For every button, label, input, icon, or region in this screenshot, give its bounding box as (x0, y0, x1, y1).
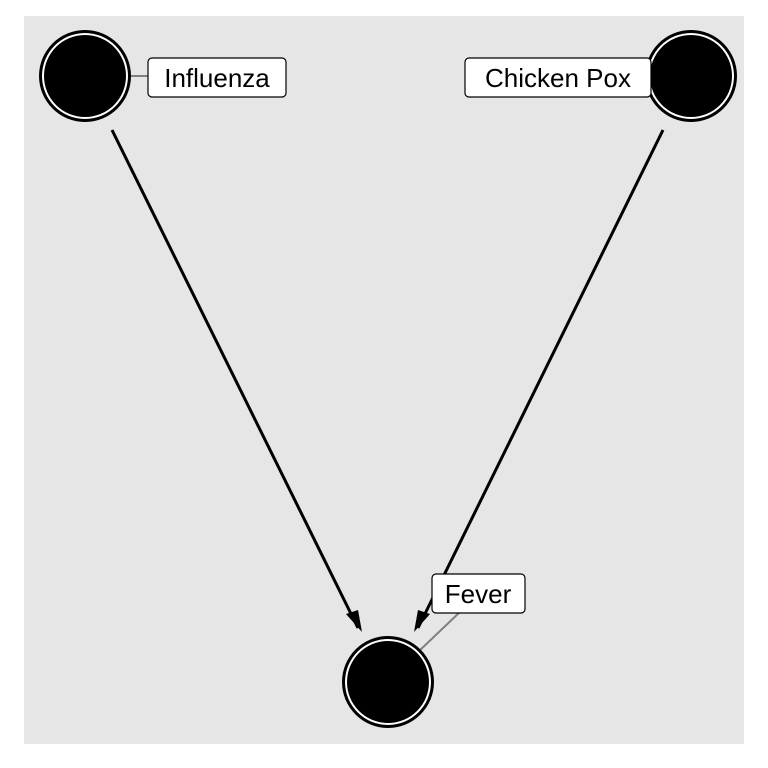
leader-line-fever (417, 609, 463, 653)
label-chicken-pox: Chicken Pox (464, 57, 652, 98)
arrowhead-chicken-pox-to-fever (414, 610, 430, 632)
label-fever: Fever (431, 573, 526, 614)
node-chicken-pox[interactable] (645, 30, 737, 122)
label-text: Influenza (164, 63, 270, 93)
node-influenza[interactable] (39, 30, 131, 122)
edge-influenza-to-fever (110, 129, 360, 629)
node-circle (44, 35, 126, 117)
node-circle (650, 35, 732, 117)
label-influenza: Influenza (147, 57, 287, 98)
label-box (464, 57, 652, 98)
edge-chicken-pox-to-fever (416, 129, 665, 629)
node-fever[interactable] (342, 636, 434, 728)
label-text: Chicken Pox (485, 63, 631, 93)
label-box (431, 573, 526, 614)
node-circle (347, 641, 429, 723)
edges (110, 129, 665, 632)
arrowhead-influenza-to-fever (346, 610, 362, 632)
panel-background (24, 16, 744, 744)
label-text: Fever (445, 579, 512, 609)
label-box (147, 57, 287, 98)
